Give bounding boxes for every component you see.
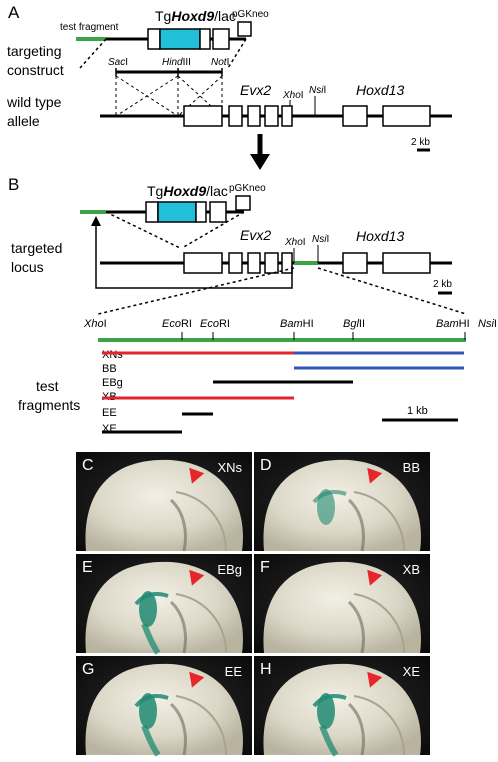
photo-name: BB: [403, 460, 420, 475]
scale-b: 2 kb: [433, 279, 452, 290]
photo-letter: G: [82, 661, 94, 678]
panel-b-letter: B: [8, 175, 19, 194]
photo-letter: D: [260, 457, 272, 474]
photo-letter: E: [82, 559, 93, 576]
embryo-head: [263, 561, 421, 653]
fragment-list: XNs BB EBg XB EE XE 1 kb: [102, 349, 464, 435]
evx2-label-b: Evx2: [240, 227, 271, 243]
map-nsi: NsiI: [478, 318, 497, 330]
embryo-head: [263, 663, 421, 755]
map-eco1: EcoRI: [162, 318, 192, 330]
pgkneo-label-b: pGKneo: [229, 183, 266, 194]
arrowhead-marker: [367, 467, 383, 484]
construct-box-3: [212, 28, 230, 50]
construct-label: TgHoxd9/lac: [155, 8, 236, 24]
embryo-head: [85, 663, 243, 755]
construct-box-2: [199, 28, 211, 50]
embryo-photo: D BB: [254, 452, 430, 552]
pgkneo-label: pGKneo: [232, 9, 269, 20]
map-bam2: BamHI: [436, 318, 470, 330]
hind-site: HindIII: [162, 57, 191, 68]
targeting-label: targeting: [7, 43, 61, 59]
map-bgl: BglII: [343, 318, 365, 330]
lacz-box: [159, 28, 201, 50]
targeted-label-2: locus: [11, 259, 44, 275]
wild-type-label: wild type: [6, 94, 62, 110]
arrowhead-marker: [367, 671, 383, 688]
scale-a: 2 kb: [411, 137, 430, 148]
photo-letter: F: [260, 559, 270, 576]
photo-name: EBg: [217, 562, 242, 577]
nsi-site-b: NsiI: [312, 234, 329, 245]
photo-name: XNs: [217, 460, 242, 475]
embryo-photo: C XNs: [76, 452, 252, 552]
test-label: test: [36, 378, 59, 394]
lacz-stain: [317, 489, 335, 525]
sac-site: SacI: [108, 57, 128, 68]
targeting-construct-b: TgHoxd9/lac pGKneo: [80, 183, 266, 249]
test-label-2: fragments: [18, 397, 80, 413]
wild-type-allele: Evx2 XhoI NsiI Hoxd13 2 kb: [100, 82, 452, 152]
targeted-label: targeted: [11, 240, 62, 256]
panel-a-letter: A: [8, 3, 20, 22]
embryo-head: [263, 459, 421, 551]
embryo-photo: E EBg: [76, 554, 252, 655]
lacz-stain: [139, 591, 157, 627]
lacz-stain: [139, 693, 157, 729]
frag-name-ee: EE: [102, 407, 117, 419]
embryo-photo: F XB: [254, 554, 430, 654]
evx2-label-a: Evx2: [240, 82, 271, 98]
photo-letter: H: [260, 661, 272, 678]
embryo-head: [85, 561, 243, 653]
not-site: NotI: [211, 57, 229, 68]
test-fragment-label: test fragment: [60, 22, 119, 33]
hoxd13-label-a: Hoxd13: [356, 82, 404, 98]
embryo-photo: H XE: [254, 656, 430, 757]
map-xho: XhoI: [83, 318, 107, 330]
xho-site-b: XhoI: [284, 237, 306, 248]
map-bam1: BamHI: [280, 318, 314, 330]
construct-box-1: [147, 28, 161, 50]
photo-letter: C: [82, 457, 94, 474]
photo-name: EE: [225, 664, 243, 679]
photo-name: XE: [403, 664, 421, 679]
map-eco2: EcoRI: [200, 318, 230, 330]
frag-name-bb: BB: [102, 363, 117, 375]
frag-name-xns: XNs: [102, 349, 123, 361]
scale-map: 1 kb: [407, 405, 428, 417]
arrowhead-marker: [189, 671, 205, 688]
arrowhead-marker: [367, 569, 383, 586]
nsi-site-a: NsiI: [309, 85, 326, 96]
restriction-map: XhoI EcoRI EcoRI BamHI BglII BamHI NsiI: [83, 318, 497, 342]
embryo-photo: G EE: [76, 656, 252, 757]
construct-label-b: TgHoxd9/lac: [147, 183, 228, 199]
wild-type-label-2: allele: [7, 113, 40, 129]
lacz-stain: [317, 693, 335, 729]
frag-name-ebg: EBg: [102, 377, 123, 389]
photo-grid: C XNs D BB E EBg F XB G EE H XE: [76, 452, 430, 757]
arrowhead-marker: [189, 467, 205, 484]
embryo-head: [85, 459, 243, 551]
targeting-construct: test fragment TgHoxd9/lac pGKneo: [60, 8, 269, 69]
targeting-label-2: construct: [7, 62, 64, 78]
photo-name: XB: [403, 562, 420, 577]
arrowhead-marker: [189, 569, 205, 586]
down-arrow: [250, 134, 270, 170]
targeted-locus: Evx2 XhoI NsiI Hoxd13 2 kb: [91, 216, 467, 315]
hoxd13-label-b: Hoxd13: [356, 228, 404, 244]
xho-site-a: XhoI: [282, 90, 304, 101]
pgkneo-box: [237, 21, 252, 37]
